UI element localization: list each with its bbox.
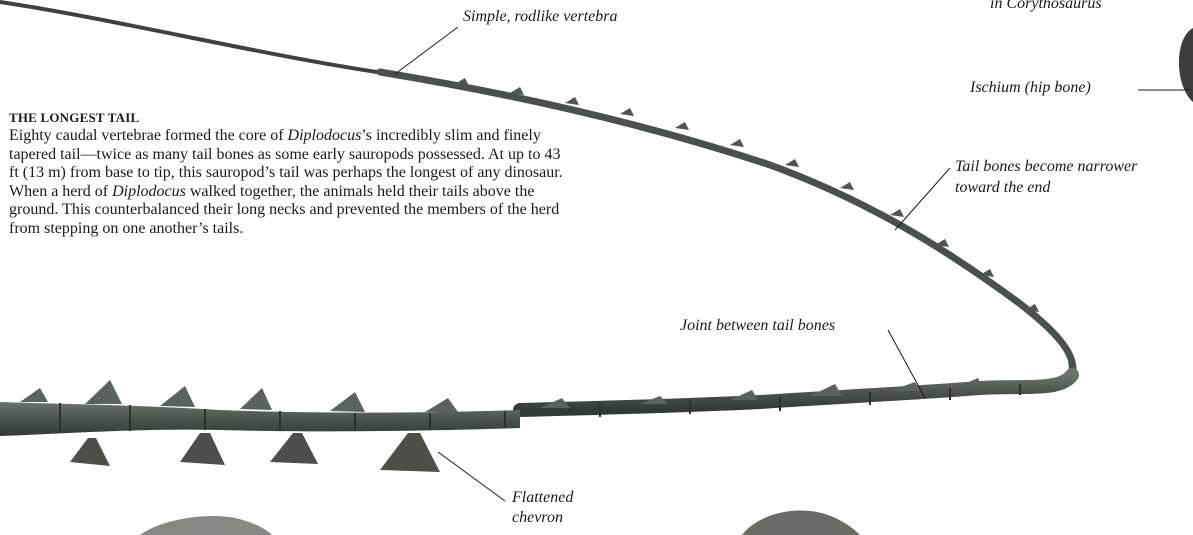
tail-lower-curve — [520, 375, 1072, 410]
narrower-label-line1: Tail bones become narrower — [955, 157, 1137, 176]
narrower-label-line2: toward the end — [955, 178, 1050, 197]
vertebra-spines-base — [20, 378, 982, 412]
chevrons — [70, 433, 440, 472]
article-body: Eighty caudal vertebrae formed the core … — [9, 127, 569, 239]
corythosaurus-caption: in Corythosaurus — [990, 0, 1102, 13]
ischium-label: Ischium (hip bone) — [970, 78, 1091, 97]
corythosaurus-caption-genus: Corythosaurus — [1006, 0, 1101, 12]
chevron-label-line1: Flattened — [512, 488, 573, 507]
corythosaurus-caption-prefix: in — [990, 0, 1006, 12]
genus-name-1: Diplodocus — [288, 127, 362, 144]
rock-shape-left — [140, 516, 272, 535]
body-part-1: Eighty caudal vertebrae formed the core … — [9, 127, 288, 144]
rock-shape-right — [742, 511, 860, 535]
genus-name-2: Diplodocus — [112, 183, 186, 200]
chevron-label-line2: chevron — [512, 508, 563, 527]
simple-vertebra-label: Simple, rodlike vertebra — [463, 7, 617, 26]
ischium-bone — [1179, 28, 1193, 102]
article-heading: THE LONGEST TAIL — [9, 110, 139, 126]
joint-label: Joint between tail bones — [680, 316, 835, 335]
